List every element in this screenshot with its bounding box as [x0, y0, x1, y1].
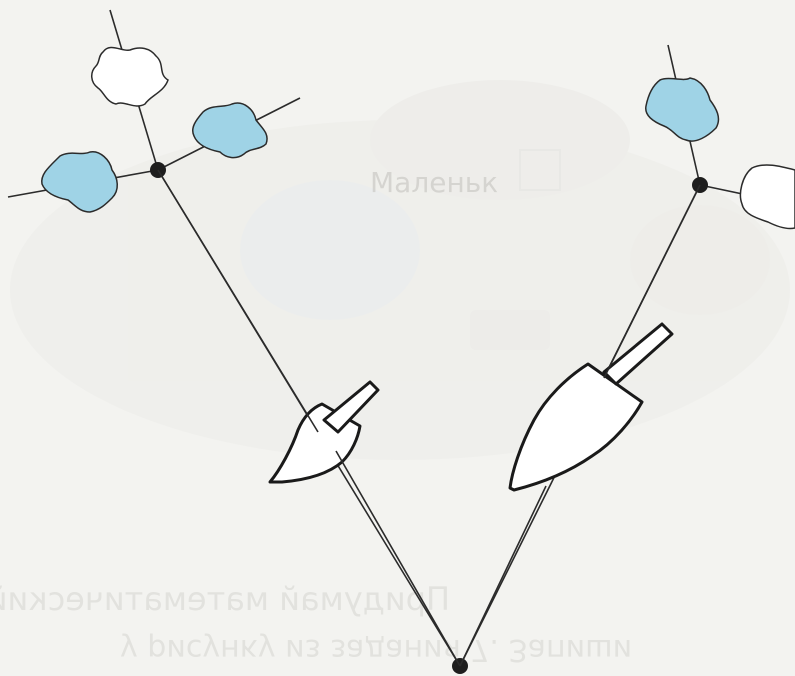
bleed-text-2: Придумай математический рассказ: [0, 580, 450, 618]
right-top-blue-blob: [645, 77, 720, 142]
left-left-blue-blob: [41, 151, 118, 213]
right-shovel-icon: [508, 322, 674, 492]
left-right-blue-blob: [191, 102, 268, 159]
bleed-text-3: у рисунку из задания 7. Запиши: [120, 632, 632, 667]
left-top-white-blob: [91, 46, 169, 107]
right-right-white-blob: [739, 164, 795, 230]
trunk-overlays: [157, 169, 701, 667]
background-bleed: [10, 80, 790, 460]
left-shovel-icon: [268, 380, 380, 484]
bleed-text-1: Маленьк: [370, 166, 498, 199]
